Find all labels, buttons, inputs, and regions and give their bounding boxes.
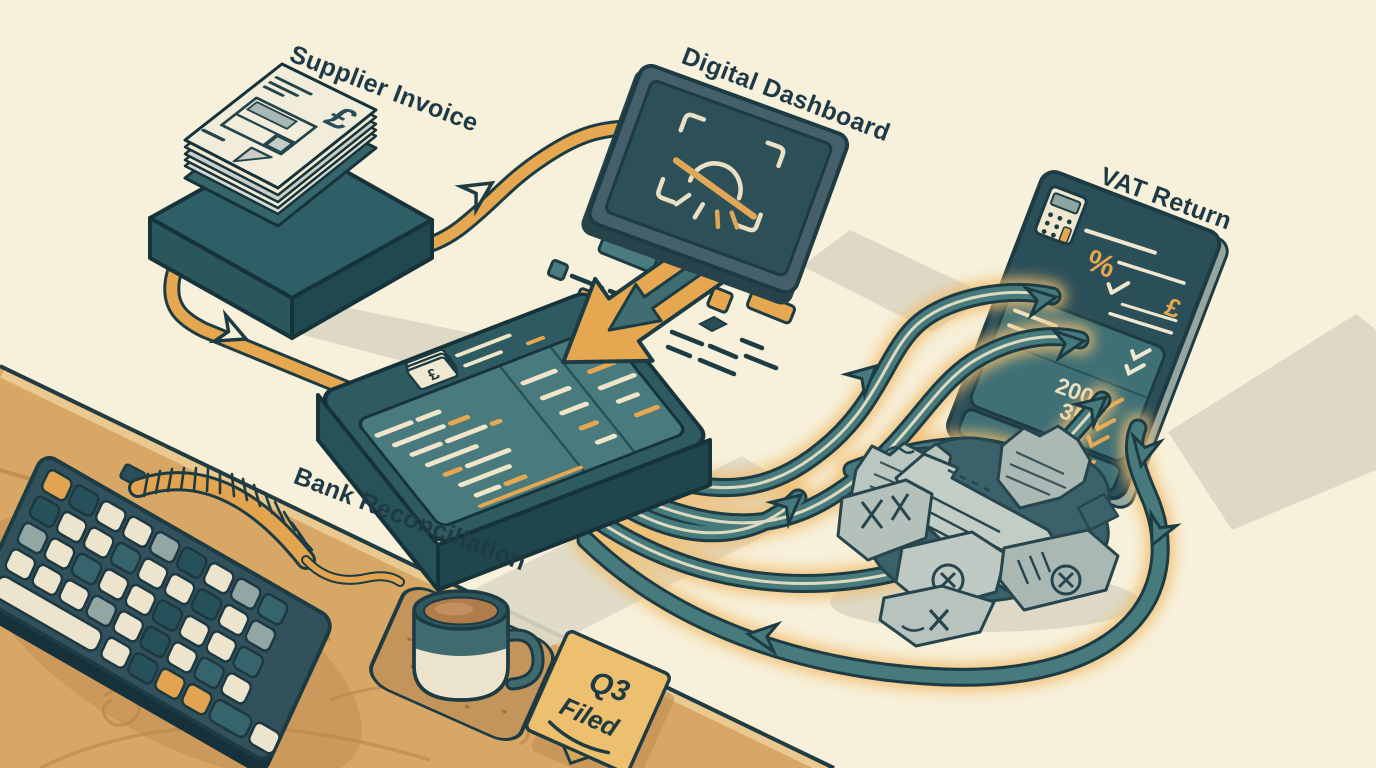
coiled-cable <box>119 463 405 587</box>
coffee-mug <box>369 587 555 741</box>
keyboard <box>0 456 405 768</box>
data-chips-right <box>665 286 796 377</box>
invoice-paper-stack: £ <box>183 62 378 228</box>
circled-cross-icon <box>1050 564 1082 596</box>
scan-viewfinder-icon <box>656 112 786 233</box>
check-icon <box>1086 434 1110 449</box>
check-icon <box>1106 281 1131 295</box>
sticky-note: Q3 Filed <box>525 630 675 768</box>
calculator-icon <box>1034 185 1088 246</box>
supplier-invoice-node: £ <box>148 62 434 340</box>
cross-icon <box>860 493 912 529</box>
cross-icon <box>928 608 950 632</box>
pound-notes-icon: £ <box>404 348 459 391</box>
crumpled-receipts <box>836 424 1120 648</box>
spacebar-key <box>0 575 103 652</box>
digital-dashboard-node <box>581 63 850 305</box>
